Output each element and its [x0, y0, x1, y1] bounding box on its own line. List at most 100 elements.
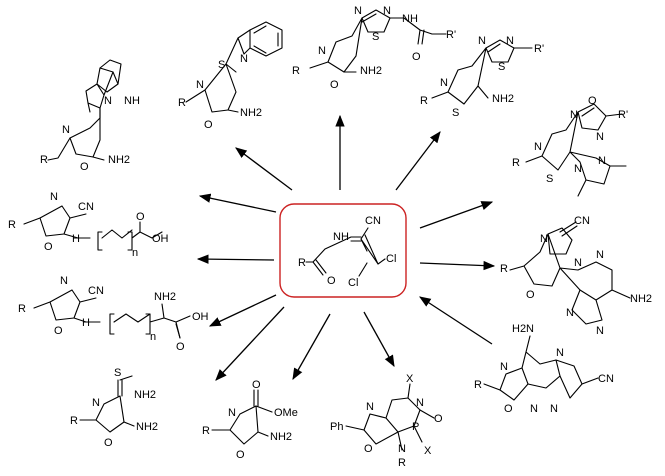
- atom-N: N: [530, 403, 538, 415]
- product-thiadiazole-thiazole: N N S R' N S R NH2: [420, 35, 544, 119]
- atom-N: N: [354, 5, 362, 17]
- atom-N: N: [104, 95, 112, 107]
- atom-N: N: [550, 403, 558, 415]
- atom-O: O: [526, 289, 535, 301]
- atom-R: R: [512, 157, 520, 169]
- atom-S: S: [114, 367, 121, 379]
- atom-O: O: [176, 341, 185, 353]
- arrow-top-right: [395, 131, 441, 191]
- arrow-left-lower: [208, 294, 277, 327]
- arrow-bottom-left: [215, 306, 285, 381]
- atom-NH2: NH2: [240, 107, 262, 119]
- atom-NH2: NH2: [360, 65, 382, 77]
- atom-Cl-2: Cl: [348, 277, 358, 289]
- atom-O: O: [364, 443, 373, 455]
- atom-N: N: [50, 191, 58, 203]
- atom-O: O: [44, 241, 53, 253]
- atom-NH2: NH2: [108, 154, 130, 166]
- atom-N: N: [228, 407, 236, 419]
- atom-X: X: [424, 445, 432, 457]
- atom-NH: H: [82, 317, 90, 329]
- atom-N: N: [500, 361, 508, 373]
- product-thiadiazole-amide: N N S NH O R' N O R NH2: [292, 5, 456, 91]
- atom-CN: CN: [88, 285, 104, 297]
- atom-N: N: [540, 233, 548, 245]
- atom-O: O: [330, 79, 339, 91]
- atom-O: O: [80, 161, 89, 173]
- atom-N: N: [556, 347, 564, 359]
- atom-Ph: Ph: [330, 421, 343, 433]
- atom-N: N: [196, 79, 204, 91]
- atom-O: O: [54, 325, 63, 337]
- atom-N: N: [596, 249, 604, 261]
- atom-NH2: NH2: [630, 293, 652, 305]
- atom-NH2: NH2: [154, 291, 176, 303]
- atom-S: S: [498, 61, 505, 73]
- product-oxadiazole-pyrazole: O N N R' N S R N N: [512, 95, 628, 197]
- atom-CN: CN: [78, 201, 94, 213]
- atom-N: N: [366, 401, 374, 413]
- atom-N: N: [574, 257, 582, 269]
- atom-CN: CN: [365, 215, 381, 227]
- atom-R: R: [398, 457, 406, 469]
- product-methyl-ester: O OMe N R O NH2: [202, 379, 298, 461]
- atom-R: R: [474, 379, 482, 391]
- atom-N: N: [318, 45, 326, 57]
- atom-N: N: [478, 35, 486, 47]
- atom-O: O: [588, 95, 597, 107]
- atom-R': R': [618, 109, 628, 121]
- product-oxazolopyrazolopyrimidine: H2N N N O R N N CN: [474, 323, 614, 415]
- atom-S: S: [218, 59, 225, 71]
- atom-N: N: [416, 397, 424, 409]
- atom-N: N: [60, 275, 68, 287]
- atom-H2N: H2N: [512, 323, 534, 335]
- atom-R: R: [8, 219, 16, 231]
- atom-Cl: Cl: [386, 253, 396, 265]
- atom-N: N: [440, 77, 448, 89]
- atom-NH2: NH2: [134, 389, 156, 401]
- atom-N: N: [240, 53, 248, 65]
- atom-CN: CN: [598, 373, 614, 385]
- atom-R: R: [420, 95, 428, 107]
- product-triazolopyridine-oxazole: N NH N O R NH2: [40, 59, 140, 173]
- atom-n: n: [132, 247, 138, 259]
- atom-O: O: [104, 437, 113, 449]
- atom-O: O: [236, 449, 245, 461]
- central-reagent-box: [279, 203, 407, 298]
- atom-NH: H: [72, 233, 80, 245]
- atom-N: N: [566, 307, 574, 319]
- atom-O: O: [204, 119, 213, 131]
- product-diazaphosphinine: X N N P O X Ph O N R: [330, 373, 443, 469]
- atom-CN: CN: [574, 215, 590, 227]
- arrow-left-upper: [198, 193, 277, 213]
- atom-R: R: [18, 303, 26, 315]
- atom-O: O: [504, 403, 513, 415]
- atom-R: R: [178, 97, 186, 109]
- arrow-bottom-center: [363, 311, 395, 368]
- atom-O: O: [252, 379, 261, 391]
- arrow-top-left: [235, 147, 293, 191]
- arrow-left: [196, 254, 275, 264]
- atom-S: S: [452, 107, 459, 119]
- atom-P: P: [412, 421, 419, 433]
- atom-N: N: [596, 131, 604, 143]
- arrow-bottom: [292, 313, 331, 381]
- atom-O: O: [136, 211, 145, 223]
- arrow-right-upper: [419, 201, 494, 229]
- atom-O: O: [327, 275, 336, 287]
- atom-N: N: [534, 141, 542, 153]
- atom-NH2: NH2: [492, 93, 514, 105]
- atom-N: N: [574, 163, 582, 175]
- atom-N: NH: [124, 95, 140, 107]
- atom-R: R: [298, 257, 306, 269]
- atom-OMe: OMe: [274, 407, 298, 419]
- arrow-bottom-right: [419, 296, 493, 345]
- atom-S: S: [546, 173, 553, 185]
- atom-R: R: [292, 65, 300, 77]
- atom-R: R: [40, 154, 48, 166]
- atom-OH: OH: [152, 233, 169, 245]
- product-amino-acid-chain: N CN R O H n O OH: [8, 191, 169, 259]
- atom-n: n: [150, 331, 156, 343]
- atom-O: O: [434, 413, 443, 425]
